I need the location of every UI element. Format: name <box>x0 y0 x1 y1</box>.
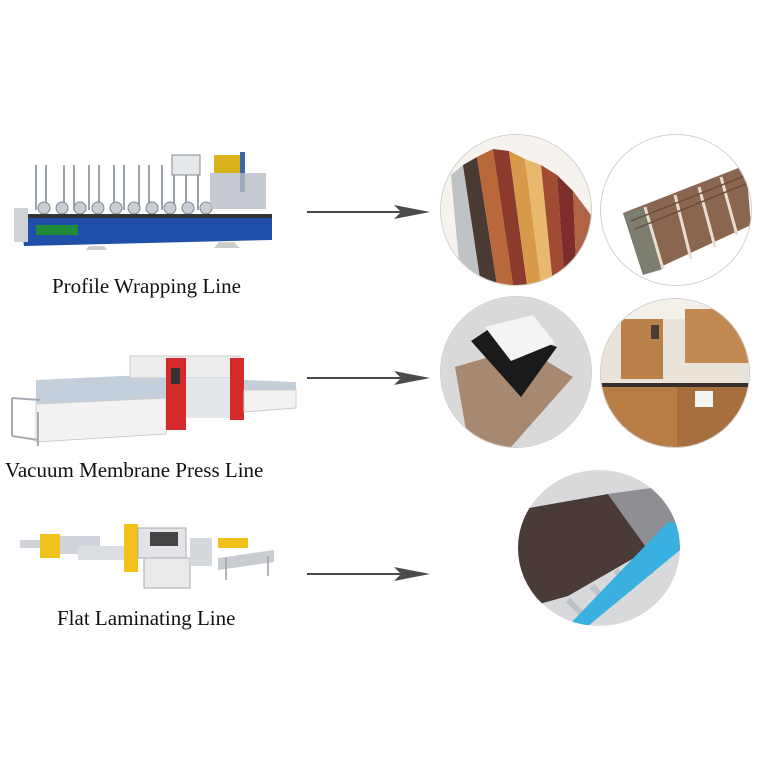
vacuum-membrane-press-machine-image <box>8 350 300 450</box>
vacuum-membrane-press-line-label: Vacuum Membrane Press Line <box>5 458 264 482</box>
profile-wrapping-machine-image <box>14 150 280 250</box>
product-wrapped-skirting-boards <box>600 134 752 286</box>
product-high-gloss-panels <box>440 296 592 448</box>
arrow-vacuum-membrane-press <box>306 369 432 387</box>
arrow-flat-laminating <box>306 565 432 583</box>
product-laminated-board-conveyor <box>518 470 680 626</box>
flat-laminating-machine-image <box>18 518 278 593</box>
product-wood-grain-profiles <box>440 134 592 286</box>
product-wooden-kitchen-cabinets <box>600 298 750 448</box>
profile-wrapping-line-label: Profile Wrapping Line <box>52 274 241 298</box>
arrow-profile-wrapping <box>306 203 432 221</box>
flat-laminating-line-label: Flat Laminating Line <box>57 606 236 630</box>
